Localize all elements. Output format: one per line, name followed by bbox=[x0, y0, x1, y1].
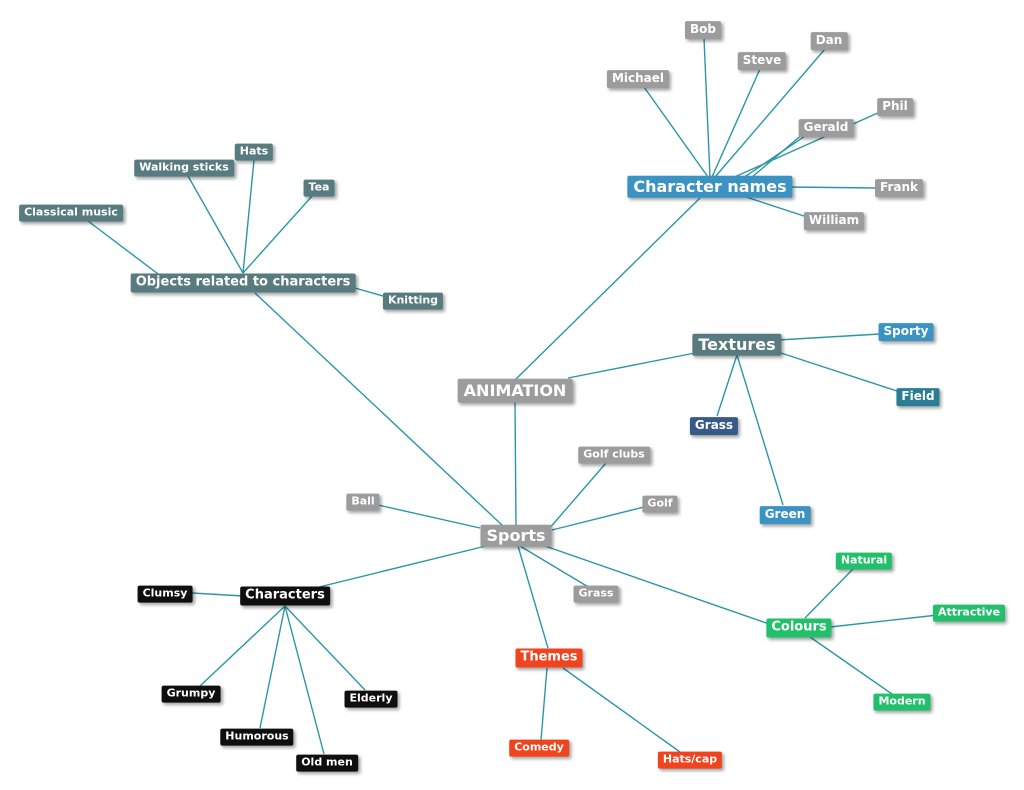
node-grumpy[interactable]: Grumpy bbox=[161, 685, 221, 703]
node-field[interactable]: Field bbox=[896, 388, 940, 406]
node-gerald[interactable]: Gerald bbox=[798, 119, 854, 137]
connector-line bbox=[551, 505, 649, 531]
connector-line bbox=[711, 68, 761, 178]
node-william[interactable]: William bbox=[803, 212, 865, 230]
node-textures[interactable]: Textures bbox=[692, 333, 782, 357]
connector-line bbox=[517, 545, 549, 649]
connector-line bbox=[87, 220, 171, 284]
connector-line bbox=[191, 592, 244, 597]
connector-line bbox=[703, 37, 711, 178]
node-grass-texture[interactable]: Grass bbox=[689, 417, 739, 435]
node-humorous[interactable]: Humorous bbox=[220, 728, 294, 746]
node-attractive[interactable]: Attractive bbox=[932, 604, 1006, 622]
connector-line bbox=[643, 86, 709, 178]
connector-line bbox=[242, 194, 314, 274]
connector-line bbox=[514, 197, 701, 381]
node-frank[interactable]: Frank bbox=[875, 179, 923, 197]
connector-line bbox=[259, 605, 286, 729]
connector-line bbox=[242, 159, 255, 274]
node-golf-clubs[interactable]: Golf clubs bbox=[578, 446, 650, 464]
node-character-names[interactable]: Character names bbox=[627, 175, 793, 199]
connector-line bbox=[284, 605, 366, 691]
connector-line bbox=[804, 567, 855, 619]
node-objects-related-to-characters[interactable]: Objects related to characters bbox=[130, 273, 356, 293]
connector-line bbox=[187, 175, 244, 274]
node-phil[interactable]: Phil bbox=[877, 98, 913, 116]
node-sports[interactable]: Sports bbox=[480, 524, 552, 548]
node-hats-cap[interactable]: Hats/cap bbox=[657, 751, 723, 769]
connector-line bbox=[199, 605, 286, 687]
node-grass-sport[interactable]: Grass bbox=[573, 585, 619, 603]
node-ball[interactable]: Ball bbox=[346, 493, 380, 511]
connector-line bbox=[729, 111, 881, 180]
connector-line bbox=[514, 401, 517, 527]
connector-line bbox=[377, 504, 481, 529]
connector-line bbox=[314, 544, 491, 589]
node-elderly[interactable]: Elderly bbox=[344, 690, 398, 708]
node-walking-sticks[interactable]: Walking sticks bbox=[134, 159, 234, 177]
node-old-men[interactable]: Old men bbox=[296, 754, 358, 772]
connector-line bbox=[547, 462, 607, 531]
connector-line bbox=[777, 351, 901, 393]
node-tea[interactable]: Tea bbox=[303, 179, 335, 197]
connector-line bbox=[789, 186, 876, 189]
connector-line bbox=[736, 354, 784, 506]
connector-line bbox=[716, 354, 738, 417]
node-knitting[interactable]: Knitting bbox=[382, 292, 444, 310]
connector-line bbox=[562, 667, 681, 753]
node-natural[interactable]: Natural bbox=[835, 552, 893, 570]
connector-line bbox=[739, 133, 809, 181]
node-green[interactable]: Green bbox=[759, 506, 811, 524]
node-sporty[interactable]: Sporty bbox=[878, 323, 934, 341]
node-clumsy[interactable]: Clumsy bbox=[137, 585, 193, 603]
node-golf[interactable]: Golf bbox=[642, 495, 678, 513]
node-dan[interactable]: Dan bbox=[810, 32, 848, 50]
connector-line bbox=[744, 132, 805, 184]
node-classical-music[interactable]: Classical music bbox=[19, 204, 123, 222]
node-colours[interactable]: Colours bbox=[766, 618, 832, 638]
connector-line bbox=[809, 636, 893, 695]
node-modern[interactable]: Modern bbox=[873, 693, 931, 711]
connector-line bbox=[777, 333, 881, 341]
node-themes[interactable]: Themes bbox=[515, 648, 583, 668]
connector-line bbox=[519, 545, 591, 589]
node-comedy[interactable]: Comedy bbox=[509, 739, 569, 757]
node-steve[interactable]: Steve bbox=[737, 52, 787, 70]
connector-line bbox=[544, 545, 773, 626]
node-hats[interactable]: Hats bbox=[234, 143, 274, 161]
node-michael[interactable]: Michael bbox=[606, 70, 670, 88]
connector-line bbox=[714, 48, 826, 178]
connector-line bbox=[284, 605, 325, 755]
connector-line bbox=[254, 292, 504, 527]
node-animation[interactable]: ANIMATION bbox=[457, 378, 573, 404]
connector-line bbox=[739, 194, 811, 219]
node-bob[interactable]: Bob bbox=[685, 21, 721, 39]
connector-line bbox=[567, 351, 701, 379]
connector-line bbox=[540, 667, 548, 741]
connector-line bbox=[829, 614, 939, 628]
node-characters[interactable]: Characters bbox=[240, 586, 330, 606]
